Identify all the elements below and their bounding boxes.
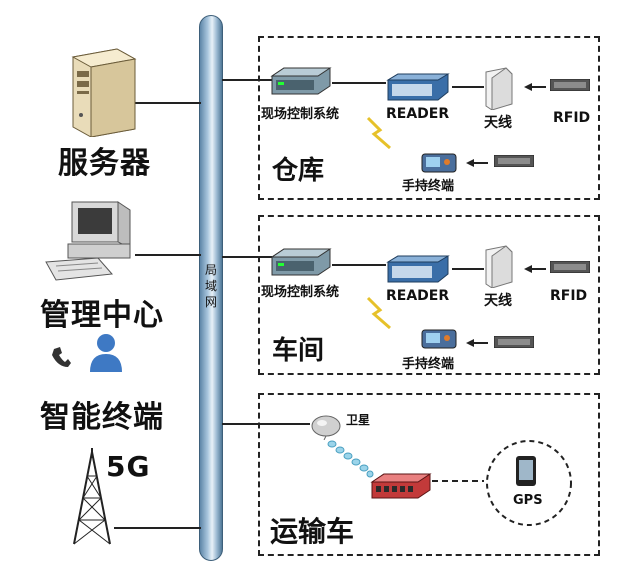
gps-device-icon: [516, 456, 536, 486]
warehouse-rfid-tag-icon: [550, 79, 590, 91]
workshop-connector: [222, 256, 272, 258]
warehouse-connector: [222, 79, 272, 81]
workshop-reader-label: READER: [386, 288, 450, 304]
gps-label: GPS: [513, 493, 543, 508]
warehouse-antenna-icon: [485, 67, 513, 110]
warehouse-handheld-icon: [421, 153, 457, 173]
workshop-antenna-label: 天线: [484, 293, 512, 309]
transport-connector: [222, 423, 310, 425]
satellite-icon: [311, 415, 341, 440]
workshop-reader-antenna-link: [452, 268, 484, 270]
workshop-handheld-icon: [421, 329, 457, 349]
satellite-signal-icon: [327, 440, 374, 478]
management-connector: [135, 254, 201, 256]
warehouse-control-reader-link: [332, 82, 386, 84]
server-icon: [71, 48, 137, 137]
gps-link-dashed-line: [432, 480, 484, 482]
warehouse-wireless-icon: [366, 116, 391, 150]
server-connector: [135, 102, 201, 104]
warehouse-title: 仓库: [272, 156, 325, 186]
workshop-handheld-arrow-icon: [466, 339, 488, 347]
warehouse-reader-label: READER: [386, 106, 450, 122]
warehouse-control-system-icon: [270, 67, 332, 95]
workshop-title: 车间: [272, 336, 325, 366]
workshop-control-label: 现场控制系统: [261, 285, 340, 300]
workshop-rfid-tag-icon: [550, 261, 590, 273]
warehouse-handheld-label: 手持终端: [402, 179, 455, 194]
network-5g-label: 5G: [106, 450, 151, 483]
workshop-zone: [258, 215, 600, 375]
satellite-label: 卫星: [346, 413, 371, 427]
warehouse-antenna-label: 天线: [484, 115, 512, 131]
workshop-antenna-icon: [485, 245, 513, 288]
transport-title: 运输车: [270, 515, 355, 548]
server-label: 服务器: [58, 146, 151, 181]
workshop-rfid-label: RFID: [550, 288, 588, 304]
lan-backbone-label: 局 域 网: [204, 263, 217, 309]
workshop-rfid-arrow-icon: [524, 265, 546, 273]
tower-connector: [114, 527, 201, 529]
gps-circle: [486, 440, 572, 526]
warehouse-control-label: 现场控制系统: [261, 107, 340, 122]
workshop-handheld-tag-icon: [494, 336, 534, 348]
warehouse-rfid-arrow-icon: [524, 83, 546, 91]
warehouse-zone: [258, 36, 600, 200]
management-label: 管理中心: [40, 298, 164, 333]
lan-backbone-pipe: [199, 15, 223, 561]
warehouse-rfid-label: RFID: [553, 110, 591, 126]
workshop-handheld-label: 手持终端: [402, 357, 455, 372]
warehouse-handheld-tag-icon: [494, 155, 534, 167]
vehicle-tracker-icon: [370, 473, 432, 499]
transport-zone: [258, 393, 600, 556]
phone-icon: [52, 347, 71, 367]
terminal-label: 智能终端: [40, 400, 164, 435]
warehouse-reader-icon: [386, 73, 450, 101]
warehouse-reader-antenna-link: [452, 86, 484, 88]
workshop-control-system-icon: [270, 248, 332, 276]
computer-icon: [45, 201, 131, 281]
tower-icon: [73, 448, 111, 545]
warehouse-handheld-arrow-icon: [466, 159, 488, 167]
workshop-control-reader-link: [332, 264, 386, 266]
workshop-wireless-icon: [366, 296, 391, 330]
workshop-reader-icon: [386, 255, 450, 283]
user-icon: [90, 334, 122, 372]
